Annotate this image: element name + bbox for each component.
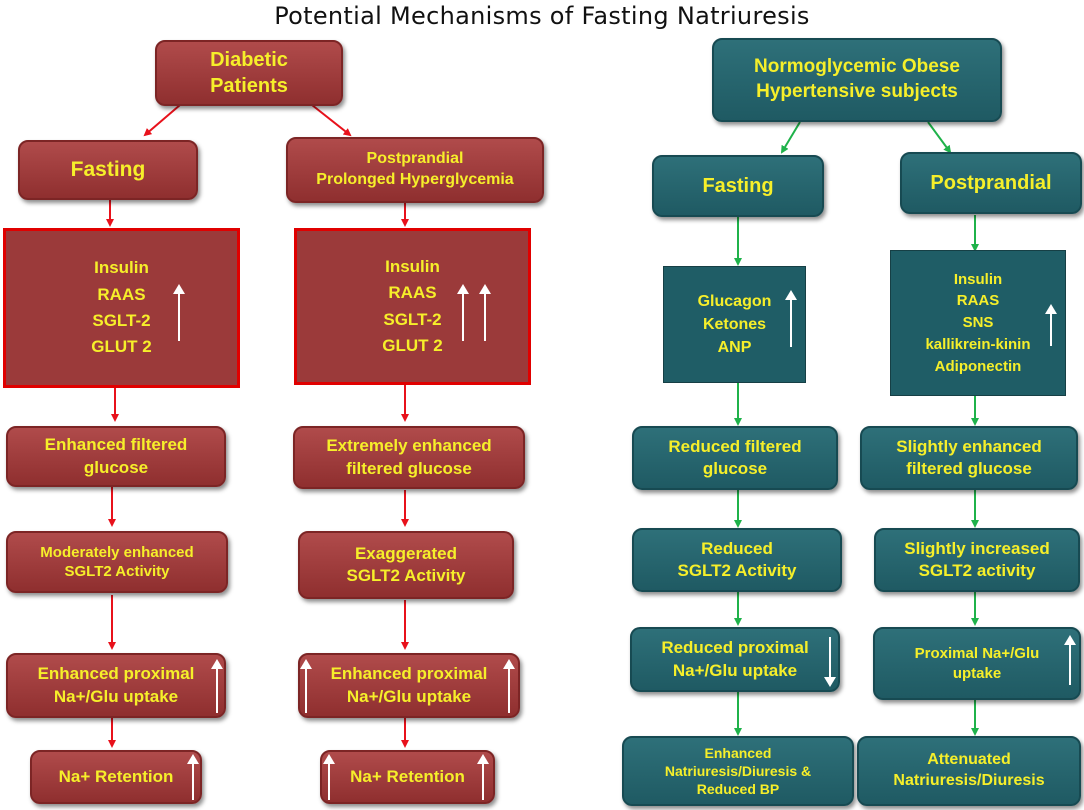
up-arrow-icon xyxy=(503,659,515,713)
right-fasting-uptake-text: Reduced proximal Na+/Glu uptake xyxy=(661,638,809,680)
right-fasting-sglt2-text: Reduced SGLT2 Activity xyxy=(677,538,797,580)
right-fasting-label: Fasting xyxy=(702,175,774,197)
left-pp-hormones-text: Insulin RAAS SGLT-2 GLUT 2 xyxy=(382,256,443,355)
left-fasting-uptake-node: Enhanced proximal Na+/Glu uptake xyxy=(6,653,226,718)
right-postprandial-node: Postprandial xyxy=(900,152,1082,214)
right-pp-sglt2-text: Slightly increased SGLT2 activity xyxy=(904,538,1050,580)
left-fasting-hormones-box: Insulin RAAS SGLT-2 GLUT 2 xyxy=(3,228,240,388)
left-fasting-hormones-text: Insulin RAAS SGLT-2 GLUT 2 xyxy=(91,258,152,357)
left-fasting-glucose-node: Enhanced filtered glucose xyxy=(6,426,226,487)
left-pp-sglt2-text: Exaggerated SGLT2 Activity xyxy=(346,543,466,585)
left-fasting-glucose-text: Enhanced filtered glucose xyxy=(44,435,188,477)
up-arrow-icon xyxy=(323,754,335,800)
right-fasting-glucose-node: Reduced filtered glucose xyxy=(632,426,838,490)
left-pp-glucose-text: Extremely enhanced filtered glucose xyxy=(326,436,492,478)
right-pp-outcome-text: Attenuated Natriuresis/Diuresis xyxy=(893,751,1045,789)
up-arrow-icon xyxy=(785,290,797,347)
diabetic-patients-node: Diabetic Patients xyxy=(155,40,343,106)
up-arrow-icon xyxy=(457,284,469,341)
right-pp-outcome-node: Attenuated Natriuresis/Diuresis xyxy=(857,736,1081,806)
right-pp-hormones-box: Insulin RAAS SNS kallikrein-kinin Adipon… xyxy=(890,250,1066,396)
arrow-root-to-fasting xyxy=(143,104,181,137)
right-fasting-node: Fasting xyxy=(652,155,824,217)
normoglycemic-obese-node: Normoglycemic Obese Hypertensive subject… xyxy=(712,38,1002,122)
right-pp-glucose-node: Slightly enhanced filtered glucose xyxy=(860,426,1078,490)
left-fasting-outcome-node: Na+ Retention xyxy=(30,750,202,804)
up-arrow-icon xyxy=(1064,635,1076,685)
up-arrow-icon xyxy=(211,659,223,713)
right-pp-hormones-text: Insulin RAAS SNS kallikrein-kinin Adipon… xyxy=(925,270,1031,375)
right-fasting-outcome-text: Enhanced Natriuresis/Diuresis & Reduced … xyxy=(664,744,812,798)
up-arrow-icon xyxy=(477,754,489,800)
right-fasting-uptake-node: Reduced proximal Na+/Glu uptake xyxy=(630,627,840,692)
left-connectors xyxy=(106,104,409,748)
normoglycemic-obese-label: Normoglycemic Obese Hypertensive subject… xyxy=(754,56,960,102)
arrow-root-to-postprandial xyxy=(311,104,352,137)
right-pp-sglt2-node: Slightly increased SGLT2 activity xyxy=(874,528,1080,592)
right-connectors xyxy=(734,121,979,736)
left-postprandial-node: Postprandial Prolonged Hyperglycemia xyxy=(286,137,544,203)
left-fasting-uptake-text: Enhanced proximal Na+/Glu uptake xyxy=(37,664,195,706)
up-arrow-icon xyxy=(300,659,312,713)
left-fasting-sglt2-node: Moderately enhanced SGLT2 Activity xyxy=(6,531,228,593)
arrow-root-to-fasting-right xyxy=(780,121,801,154)
left-postprandial-label: Postprandial Prolonged Hyperglycemia xyxy=(316,150,514,188)
arrow-root-to-postprandial-right xyxy=(927,121,952,154)
left-pp-hormones-box: Insulin RAAS SGLT-2 GLUT 2 xyxy=(294,228,531,385)
left-pp-uptake-text: Enhanced proximal Na+/Glu uptake xyxy=(330,664,488,706)
diabetic-patients-label: Diabetic Patients xyxy=(210,49,288,97)
diagram-title: Potential Mechanisms of Fasting Natriure… xyxy=(274,2,810,30)
left-pp-outcome-text: Na+ Retention xyxy=(350,766,465,786)
left-fasting-node: Fasting xyxy=(18,140,198,200)
right-fasting-glucose-text: Reduced filtered glucose xyxy=(668,436,802,478)
right-pp-glucose-text: Slightly enhanced filtered glucose xyxy=(896,436,1042,478)
left-fasting-sglt2-text: Moderately enhanced SGLT2 Activity xyxy=(40,543,194,581)
up-arrow-icon xyxy=(1045,304,1057,346)
left-pp-outcome-node: Na+ Retention xyxy=(320,750,495,804)
right-fasting-sglt2-node: Reduced SGLT2 Activity xyxy=(632,528,842,592)
up-arrow-icon xyxy=(187,754,199,800)
left-pp-glucose-node: Extremely enhanced filtered glucose xyxy=(293,426,525,489)
right-fasting-outcome-node: Enhanced Natriuresis/Diuresis & Reduced … xyxy=(622,736,854,806)
left-fasting-label: Fasting xyxy=(70,158,146,182)
up-arrow-icon xyxy=(479,284,491,341)
right-fasting-hormones-text: Glucagon Ketones ANP xyxy=(697,292,772,357)
right-pp-uptake-text: Proximal Na+/Glu uptake xyxy=(914,645,1040,682)
right-pp-uptake-node: Proximal Na+/Glu uptake xyxy=(873,627,1081,700)
down-arrow-icon xyxy=(824,637,836,687)
left-fasting-outcome-text: Na+ Retention xyxy=(58,766,174,786)
right-postprandial-label: Postprandial xyxy=(930,172,1052,194)
left-pp-uptake-node: Enhanced proximal Na+/Glu uptake xyxy=(298,653,520,718)
left-pp-sglt2-node: Exaggerated SGLT2 Activity xyxy=(298,531,514,599)
up-arrow-icon xyxy=(173,284,185,341)
right-fasting-hormones-box: Glucagon Ketones ANP xyxy=(663,266,806,383)
